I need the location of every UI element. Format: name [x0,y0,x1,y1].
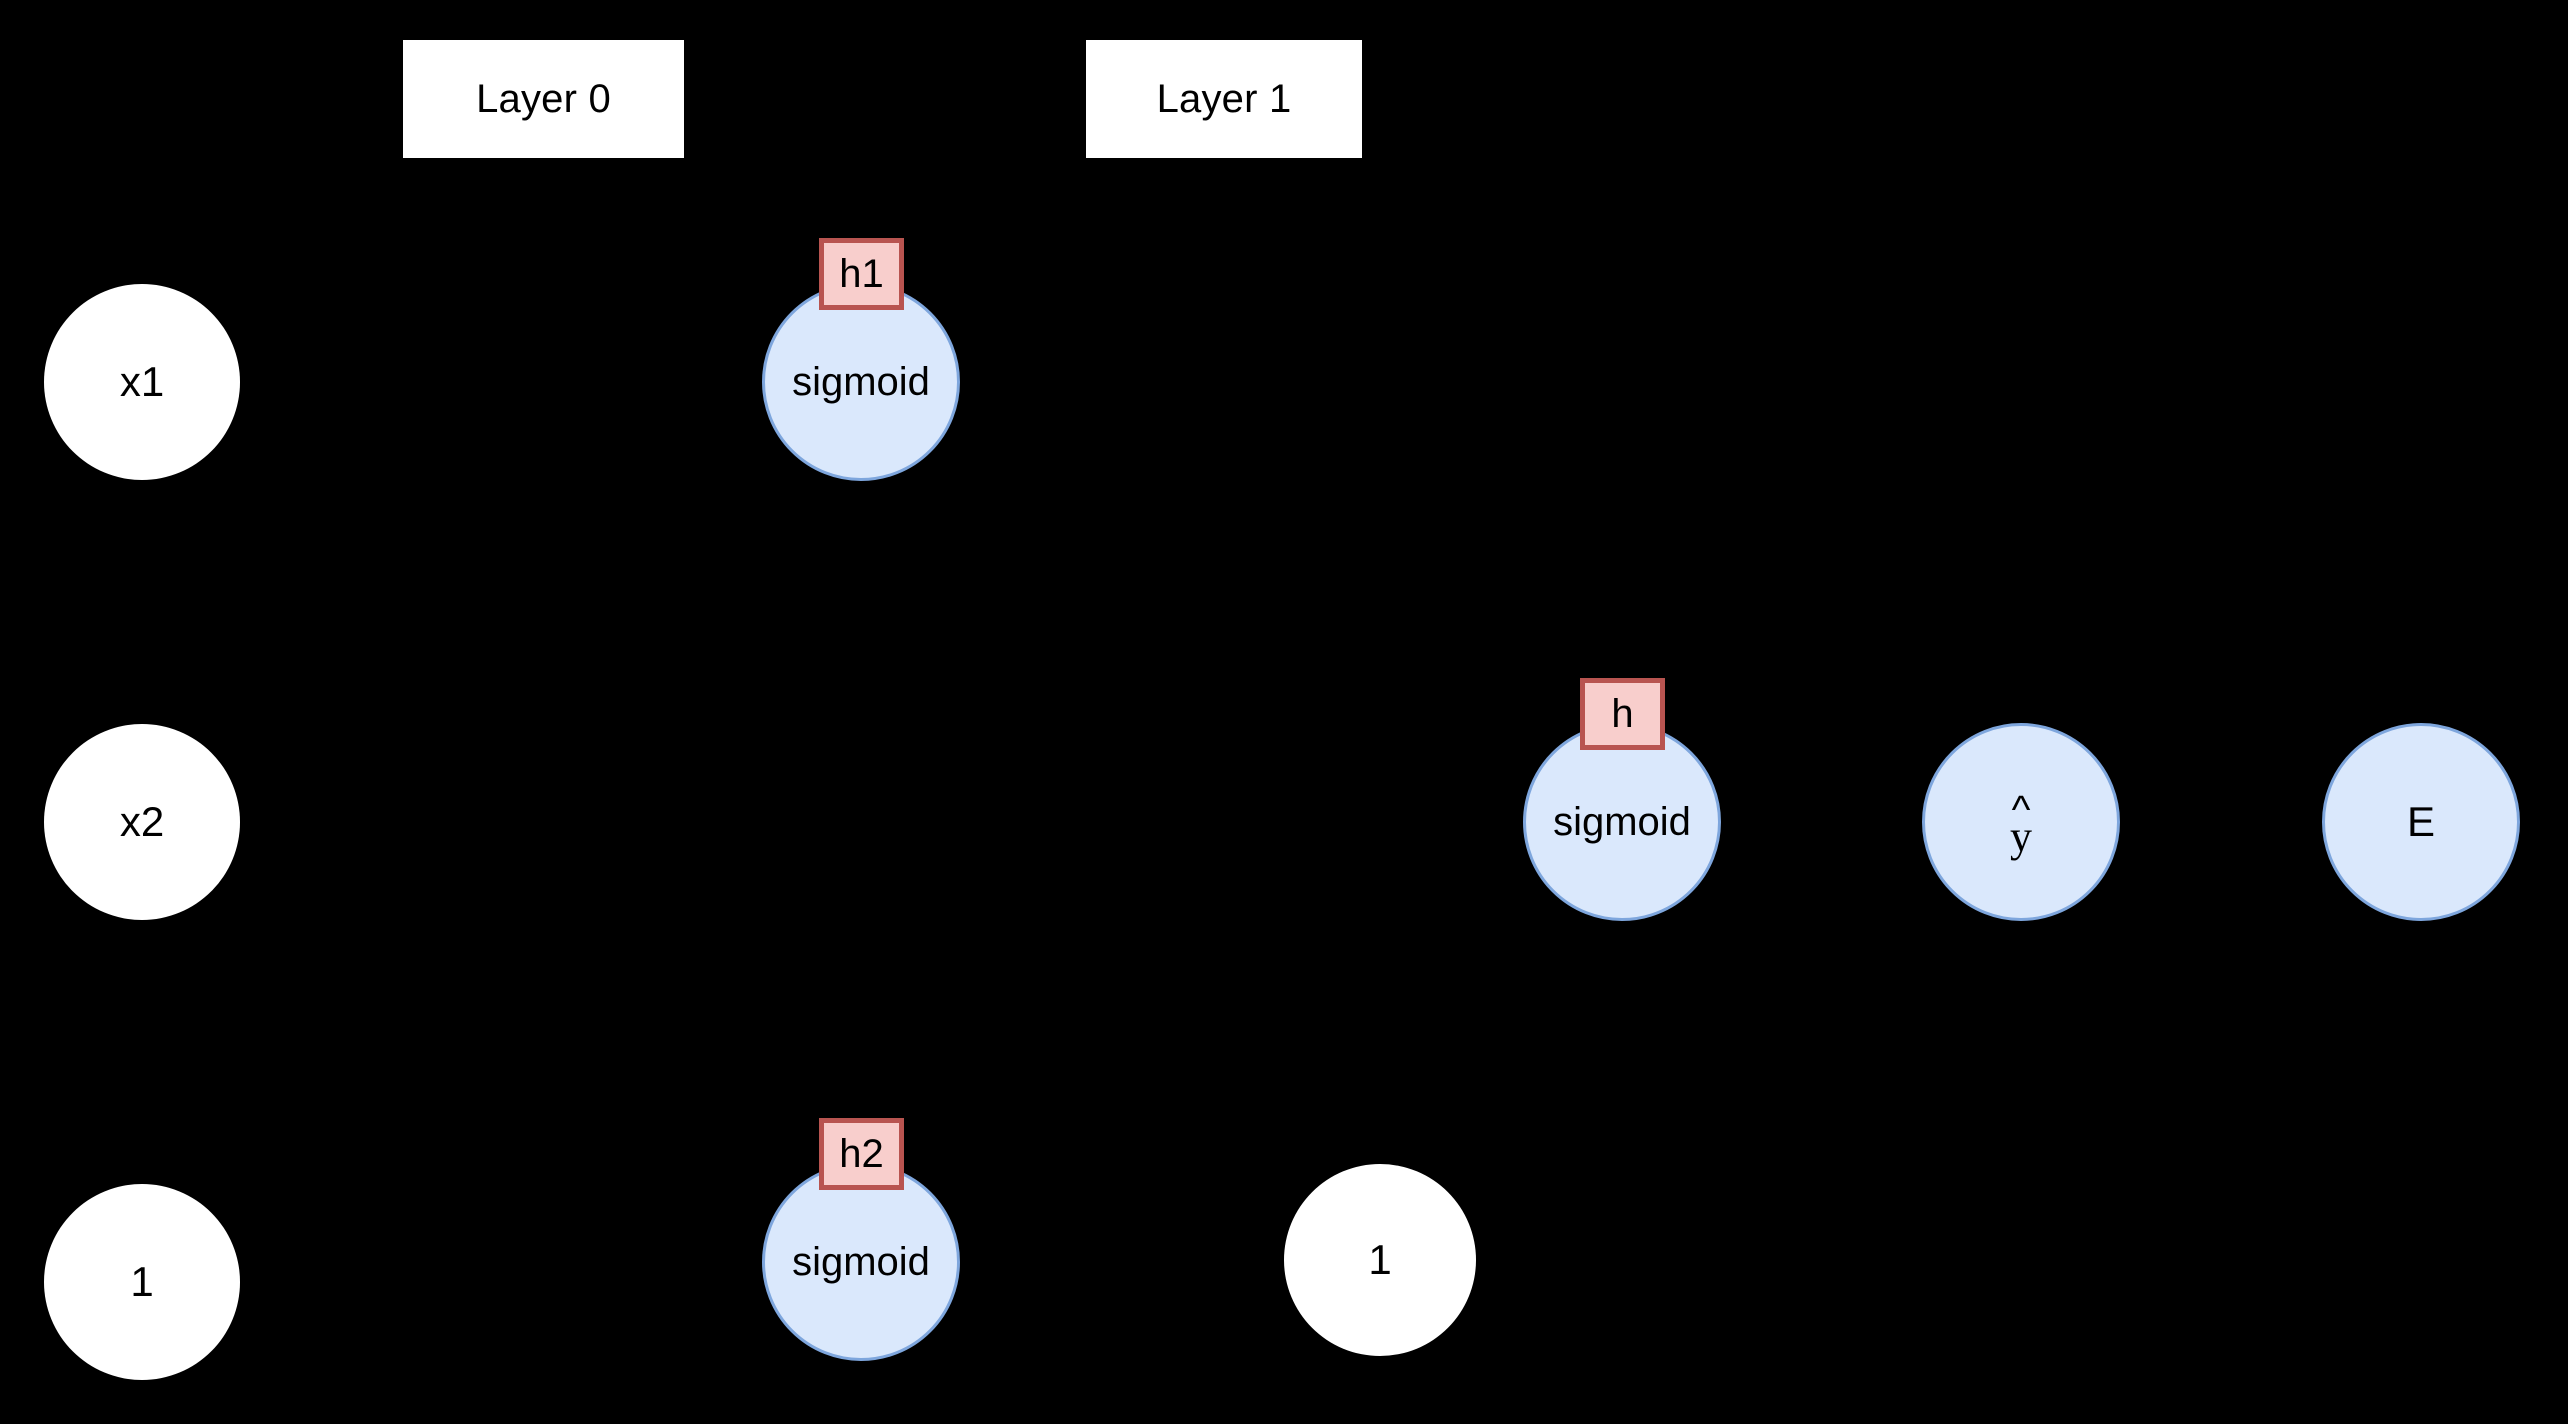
node-h1-activation-label: sigmoid [792,360,930,404]
layer-label-box-1: Layer 1 [1086,40,1362,158]
node-h2-activation-label: sigmoid [792,1240,930,1284]
node-bias-layer1[interactable]: 1 [1284,1164,1476,1356]
node-x2-label: x2 [119,798,165,845]
node-yhat[interactable]: ^ y [1922,723,2120,921]
badge-h[interactable]: h [1580,678,1665,750]
node-x1[interactable]: x1 [44,284,240,480]
node-x1-label: x1 [119,358,165,405]
node-h[interactable]: sigmoid [1523,723,1721,921]
node-error-label: E [2406,798,2435,845]
layer-label-text-0: Layer 0 [476,77,611,121]
node-h1[interactable]: sigmoid [762,283,960,481]
badge-h2-label: h2 [839,1132,884,1176]
node-h-activation-label: sigmoid [1553,800,1691,844]
node-x2[interactable]: x2 [44,724,240,920]
node-h2[interactable]: sigmoid [762,1163,960,1361]
node-bias-layer0[interactable]: 1 [44,1184,240,1380]
layer-label-box-0: Layer 0 [403,40,684,158]
badge-h1-label: h1 [839,252,884,296]
node-error[interactable]: E [2322,723,2520,921]
badge-h2[interactable]: h2 [819,1118,904,1190]
node-yhat-label: ^ y [2010,788,2032,862]
node-bias-layer1-label: 1 [1368,1236,1392,1283]
badge-h1[interactable]: h1 [819,238,904,310]
yhat-circumflex: ^ [2011,788,2031,833]
yhat-base: y [2010,812,2032,862]
node-bias-layer0-label: 1 [130,1258,154,1305]
badge-h-label: h [1611,692,1634,736]
layer-label-text-1: Layer 1 [1156,77,1292,121]
